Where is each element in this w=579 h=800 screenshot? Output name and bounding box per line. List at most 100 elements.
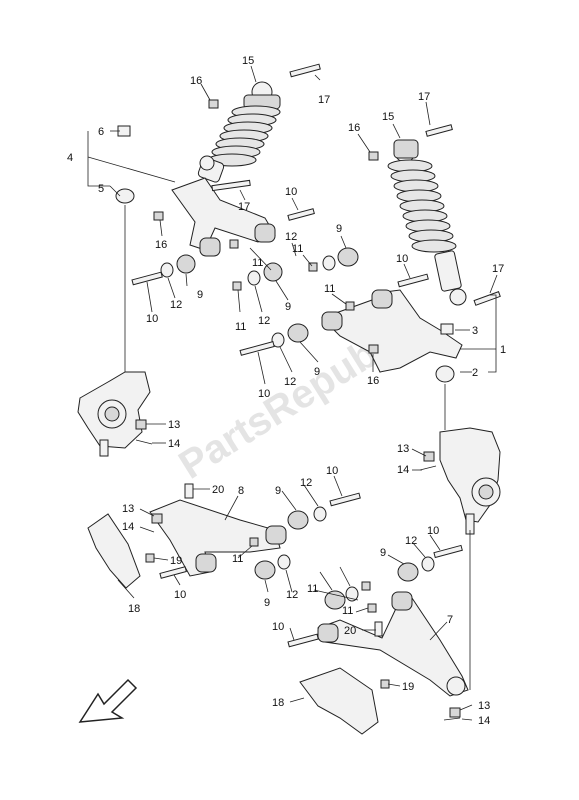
steering-knuckle-left — [77, 371, 151, 457]
washer-12c — [322, 255, 336, 271]
callout-3: 3 — [472, 325, 478, 337]
nut-11f — [361, 581, 371, 591]
bolt-10d — [239, 341, 275, 356]
bolt-10a — [287, 208, 315, 221]
bolt-10h — [287, 633, 319, 648]
callout-5: 5 — [98, 183, 104, 195]
callout-14: 14 — [122, 521, 134, 533]
callout-2: 2 — [472, 367, 478, 379]
callout-17: 17 — [492, 263, 504, 275]
guard-plate-18a — [87, 513, 141, 589]
callout-18: 18 — [128, 603, 140, 615]
nut-13b — [423, 451, 435, 462]
callout-13: 13 — [122, 503, 134, 515]
callout-12: 12 — [300, 477, 312, 489]
bushing-9d — [287, 323, 309, 343]
callout-10: 10 — [258, 388, 270, 400]
bolt-10f — [159, 566, 187, 579]
washer-12b — [247, 270, 261, 286]
callout-11: 11 — [292, 243, 303, 255]
callout-9: 9 — [380, 547, 386, 559]
callout-10: 10 — [326, 465, 338, 477]
ball-joint-upper-right — [435, 365, 455, 383]
callout-labels: 15 16 17 6 4 5 17 16 10 9 12 11 11 9 12 … — [67, 55, 506, 727]
callout-13: 13 — [168, 419, 180, 431]
callout-19: 19 — [170, 555, 182, 567]
nut-13d — [449, 707, 461, 718]
callout-9: 9 — [197, 289, 203, 301]
nut-11e — [249, 537, 259, 547]
callout-1: 1 — [500, 344, 506, 356]
front-direction-arrow-icon — [78, 678, 138, 723]
callout-17: 17 — [318, 94, 330, 106]
bushing-9g — [397, 562, 419, 582]
bolt-20a — [184, 483, 194, 499]
callout-13: 13 — [397, 443, 409, 455]
callout-9: 9 — [275, 485, 281, 497]
washer-12a — [160, 262, 174, 278]
nut-3 — [440, 323, 454, 335]
nut-16c — [368, 151, 379, 161]
nut-13a — [135, 419, 147, 430]
ball-joint-upper-left — [115, 188, 135, 204]
bolt-10c — [397, 273, 429, 288]
callout-10: 10 — [272, 621, 284, 633]
washer-12g — [421, 556, 435, 572]
callout-6: 6 — [98, 126, 104, 138]
callout-14: 14 — [478, 715, 490, 727]
callout-9: 9 — [314, 366, 320, 378]
nut-19a — [145, 553, 155, 563]
callout-16: 16 — [190, 75, 202, 87]
pin-14a — [135, 439, 153, 445]
callout-8: 8 — [238, 485, 244, 497]
bushing-9f — [254, 560, 276, 580]
callout-12: 12 — [286, 589, 298, 601]
washer-12e — [313, 506, 327, 522]
upper-arm-right — [321, 289, 463, 373]
callout-15: 15 — [242, 55, 254, 67]
callout-12: 12 — [284, 376, 296, 388]
callout-12: 12 — [258, 315, 270, 327]
nut-16a — [208, 99, 219, 109]
leader-lines — [87, 65, 498, 721]
callout-10: 10 — [174, 589, 186, 601]
callout-13: 13 — [478, 700, 490, 712]
callout-15: 15 — [382, 111, 394, 123]
nut-11d — [345, 301, 355, 311]
callout-10: 10 — [146, 313, 158, 325]
bolt-10e — [329, 492, 361, 507]
callout-10: 10 — [285, 186, 297, 198]
callout-9: 9 — [285, 301, 291, 313]
callout-16: 16 — [155, 239, 167, 251]
shock-absorber-right — [387, 139, 467, 306]
guard-plate-18b — [299, 667, 379, 735]
bushing-9a — [176, 254, 196, 274]
upper-arm-left — [171, 177, 276, 257]
callout-10: 10 — [427, 525, 439, 537]
callout-9: 9 — [264, 597, 270, 609]
nut-11g — [367, 603, 377, 613]
callout-12: 12 — [285, 231, 297, 243]
callout-7: 7 — [447, 614, 453, 626]
callout-10: 10 — [396, 253, 408, 265]
callout-12: 12 — [170, 299, 182, 311]
bolt-17c — [425, 124, 453, 137]
callout-18: 18 — [272, 697, 284, 709]
callout-11: 11 — [342, 605, 353, 617]
nut-11c — [308, 262, 318, 272]
bushing-9c — [337, 247, 359, 267]
callout-11: 11 — [232, 553, 243, 565]
nut-16b — [153, 211, 164, 221]
washer-12h — [345, 586, 359, 602]
callout-9: 9 — [336, 223, 342, 235]
callout-4: 4 — [67, 152, 73, 164]
callout-11: 11 — [307, 583, 318, 595]
nut-11b — [232, 281, 242, 291]
callout-11: 11 — [252, 257, 263, 269]
callout-14: 14 — [168, 438, 180, 450]
callout-17: 17 — [238, 201, 250, 213]
callout-11: 11 — [324, 283, 335, 295]
callout-19: 19 — [402, 681, 414, 693]
nut-19b — [380, 679, 390, 689]
callout-16: 16 — [367, 375, 379, 387]
